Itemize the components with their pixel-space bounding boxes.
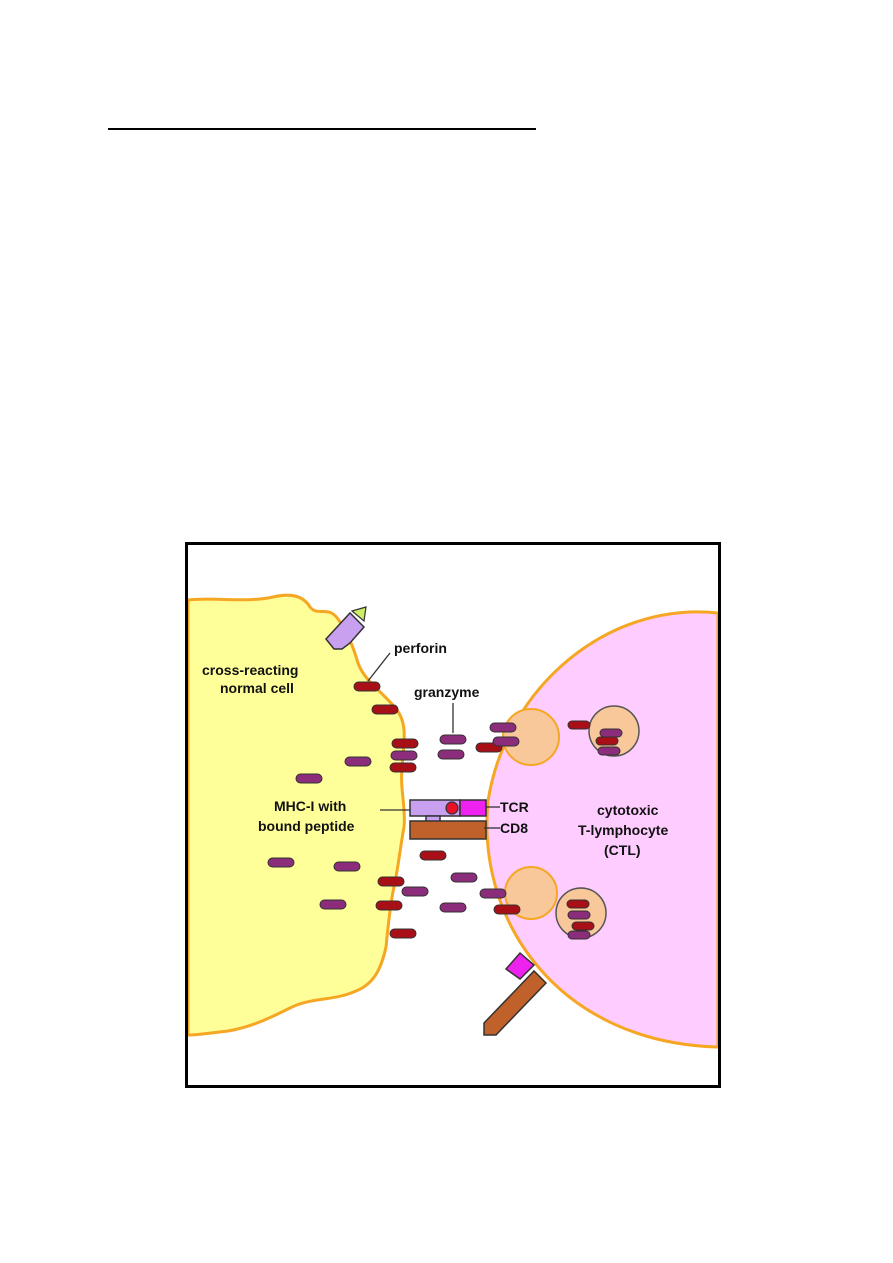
label-mhc-line1: MHC-I with	[274, 798, 346, 814]
normal-cell	[188, 593, 406, 1037]
label-mhc-line2: bound peptide	[258, 818, 355, 834]
ctl-cross-reaction-figure: cross-reacting normal cell perforin gran…	[185, 542, 721, 1088]
label-ctl-line2: T-lymphocyte	[578, 822, 668, 838]
label-ctl-line1: cytotoxic	[597, 802, 659, 818]
perforin-molecules	[353, 681, 619, 939]
leader-lines	[367, 652, 500, 829]
label-normal-cell-line2: normal cell	[220, 680, 294, 696]
page-header-rule	[108, 128, 536, 130]
ctl-receptor-bottom	[483, 951, 548, 1036]
label-cd8: CD8	[500, 820, 528, 836]
synapse-complex	[409, 799, 487, 840]
label-granzyme: granzyme	[414, 684, 480, 700]
label-normal-cell-line1: cross-reacting	[202, 662, 298, 678]
granzyme-molecules	[267, 722, 623, 940]
label-ctl-line3: (CTL)	[604, 842, 641, 858]
label-perforin: perforin	[394, 640, 447, 656]
label-tcr: TCR	[500, 799, 529, 815]
mhc-antigen-top	[325, 606, 367, 650]
ctl-diagram: cross-reacting normal cell perforin gran…	[188, 593, 718, 1049]
